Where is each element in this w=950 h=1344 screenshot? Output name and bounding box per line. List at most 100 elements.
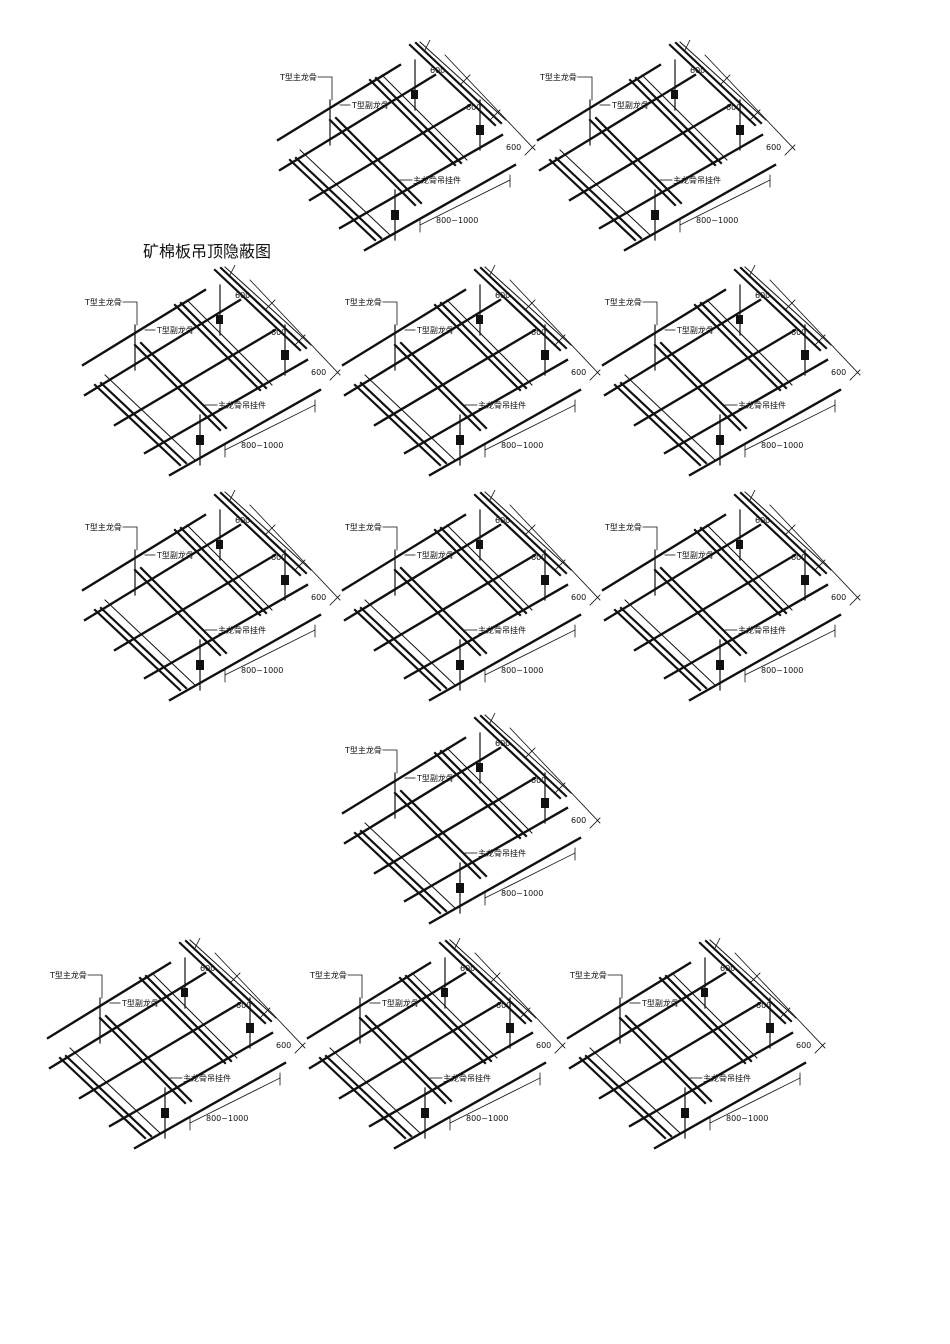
dim-600-top: 600 (755, 291, 770, 300)
leader-lines (642, 526, 738, 631)
label-cross-tee: T型副龙骨 (121, 998, 159, 1008)
dimension-lines (744, 490, 861, 683)
dimension-lines (484, 713, 601, 906)
leader-lines (642, 301, 738, 406)
inner-rails (104, 491, 312, 686)
dim-600-mid: 600 (531, 776, 546, 785)
dim-600-top: 600 (495, 291, 510, 300)
label-hanger: 主龙骨吊挂件 (478, 625, 526, 635)
dimension-lines (189, 938, 306, 1131)
dim-600-top: 600 (235, 516, 250, 525)
dim-600-mid: 600 (236, 1001, 251, 1010)
dim-span: 800~1000 (726, 1114, 768, 1123)
dim-600-right: 600 (536, 1041, 551, 1050)
dim-600-right: 600 (506, 143, 521, 152)
dim-span: 800~1000 (501, 889, 543, 898)
dim-600-right: 600 (311, 593, 326, 602)
dim-span: 800~1000 (501, 666, 543, 675)
hanger-clips (196, 315, 289, 445)
hanger-clips (161, 988, 254, 1118)
label-hanger: 主龙骨吊挂件 (218, 400, 266, 410)
leader-lines (347, 974, 443, 1079)
dim-600-mid: 600 (466, 103, 481, 112)
dim-600-mid: 600 (791, 328, 806, 337)
dim-span: 800~1000 (761, 666, 803, 675)
inner-rails (104, 266, 312, 461)
cross-tees (306, 961, 547, 1150)
label-hanger: 主龙骨吊挂件 (478, 400, 526, 410)
label-main-runner: T型主龙骨 (604, 297, 642, 307)
hanger-clips (196, 540, 289, 670)
dim-600-top: 600 (495, 739, 510, 748)
main-runners (613, 491, 828, 692)
cross-tees (341, 288, 582, 477)
hanger-clips (391, 90, 484, 220)
inner-rails (364, 714, 572, 909)
inner-rails (589, 939, 797, 1134)
cross-tees (81, 513, 322, 702)
label-main-runner: T型主龙骨 (84, 522, 122, 532)
dim-600-mid: 600 (496, 1001, 511, 1010)
dim-600-right: 600 (571, 368, 586, 377)
hanger-clips (456, 540, 549, 670)
label-main-runner: T型主龙骨 (344, 297, 382, 307)
inner-rails (624, 491, 832, 686)
label-main-runner: T型主龙骨 (344, 745, 382, 755)
dimension-lines (224, 265, 341, 458)
dim-600-top: 600 (690, 66, 705, 75)
dim-600-top: 600 (200, 964, 215, 973)
label-main-runner: T型主龙骨 (309, 970, 347, 980)
dim-600-top: 600 (720, 964, 735, 973)
ceiling-grid-diagram-10: T型主龙骨 T型副龙骨 主龙骨吊挂件 600 600 600 800~1000 (40, 938, 330, 1153)
dim-600-right: 600 (571, 593, 586, 602)
dim-600-right: 600 (831, 593, 846, 602)
label-hanger: 主龙骨吊挂件 (478, 848, 526, 858)
label-main-runner: T型主龙骨 (279, 72, 317, 82)
hanger-clips (421, 988, 514, 1118)
dim-span: 800~1000 (501, 441, 543, 450)
dim-600-top: 600 (755, 516, 770, 525)
cross-tees (601, 513, 842, 702)
hanger-clips (456, 763, 549, 893)
leader-lines (577, 76, 673, 181)
dim-span: 800~1000 (206, 1114, 248, 1123)
leader-lines (122, 301, 218, 406)
leader-lines (382, 749, 478, 854)
inner-rails (299, 41, 507, 236)
label-cross-tee: T型副龙骨 (381, 998, 419, 1008)
dimension-lines (224, 490, 341, 683)
hanger-clips (651, 90, 744, 220)
hanger-rods (359, 957, 511, 1139)
ceiling-grid-diagram-9: T型主龙骨 T型副龙骨 主龙骨吊挂件 600 600 600 800~1000 (335, 713, 625, 928)
hanger-clips (716, 315, 809, 445)
label-cross-tee: T型副龙骨 (351, 100, 389, 110)
dim-600-mid: 600 (271, 553, 286, 562)
label-main-runner: T型主龙骨 (49, 970, 87, 980)
cross-tees (276, 63, 517, 252)
dimension-lines (679, 40, 796, 233)
label-main-runner: T型主龙骨 (344, 522, 382, 532)
dim-600-right: 600 (276, 1041, 291, 1050)
label-hanger: 主龙骨吊挂件 (673, 175, 721, 185)
dimension-lines (449, 938, 566, 1131)
cross-tees (536, 63, 777, 252)
dim-600-mid: 600 (756, 1001, 771, 1010)
dim-600-top: 600 (235, 291, 250, 300)
inner-rails (364, 491, 572, 686)
label-hanger: 主龙骨吊挂件 (413, 175, 461, 185)
dim-600-top: 600 (495, 516, 510, 525)
label-cross-tee: T型副龙骨 (416, 773, 454, 783)
dimension-lines (484, 490, 601, 683)
dim-600-right: 600 (831, 368, 846, 377)
cross-tees (81, 288, 322, 477)
leader-lines (317, 76, 413, 181)
cross-tees (46, 961, 287, 1150)
cross-tees (341, 736, 582, 925)
hanger-clips (681, 988, 774, 1118)
label-hanger: 主龙骨吊挂件 (218, 625, 266, 635)
label-hanger: 主龙骨吊挂件 (738, 400, 786, 410)
dim-span: 800~1000 (696, 216, 738, 225)
leader-lines (87, 974, 183, 1079)
ceiling-grid-diagram-11: T型主龙骨 T型副龙骨 主龙骨吊挂件 600 600 600 800~1000 (300, 938, 590, 1153)
label-hanger: 主龙骨吊挂件 (183, 1073, 231, 1083)
